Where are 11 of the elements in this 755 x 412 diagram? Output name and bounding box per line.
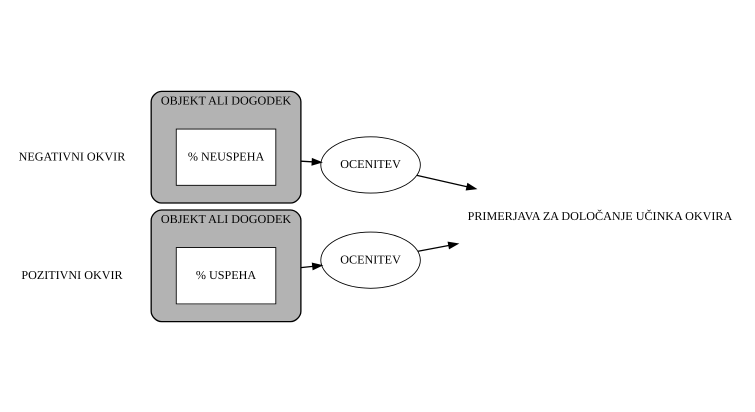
arrow bbox=[300, 262, 324, 270]
arrow bbox=[416, 174, 478, 190]
node-box: % USPEHA bbox=[176, 246, 276, 304]
node-label: POZITIVNI OKVIR bbox=[21, 267, 123, 282]
node-ellipse: OCENITEV bbox=[320, 231, 421, 288]
node-label: NEGATIVNI OKVIR bbox=[18, 148, 126, 163]
arrow bbox=[418, 241, 460, 252]
node-box: % NEUSPEHA bbox=[176, 128, 276, 186]
node-ellipse: OCENITEV bbox=[320, 136, 421, 194]
arrow bbox=[300, 157, 323, 166]
node-text: PRIMERJAVA ZA DOLOČANJE UČINKA OKVIRA bbox=[468, 208, 732, 223]
